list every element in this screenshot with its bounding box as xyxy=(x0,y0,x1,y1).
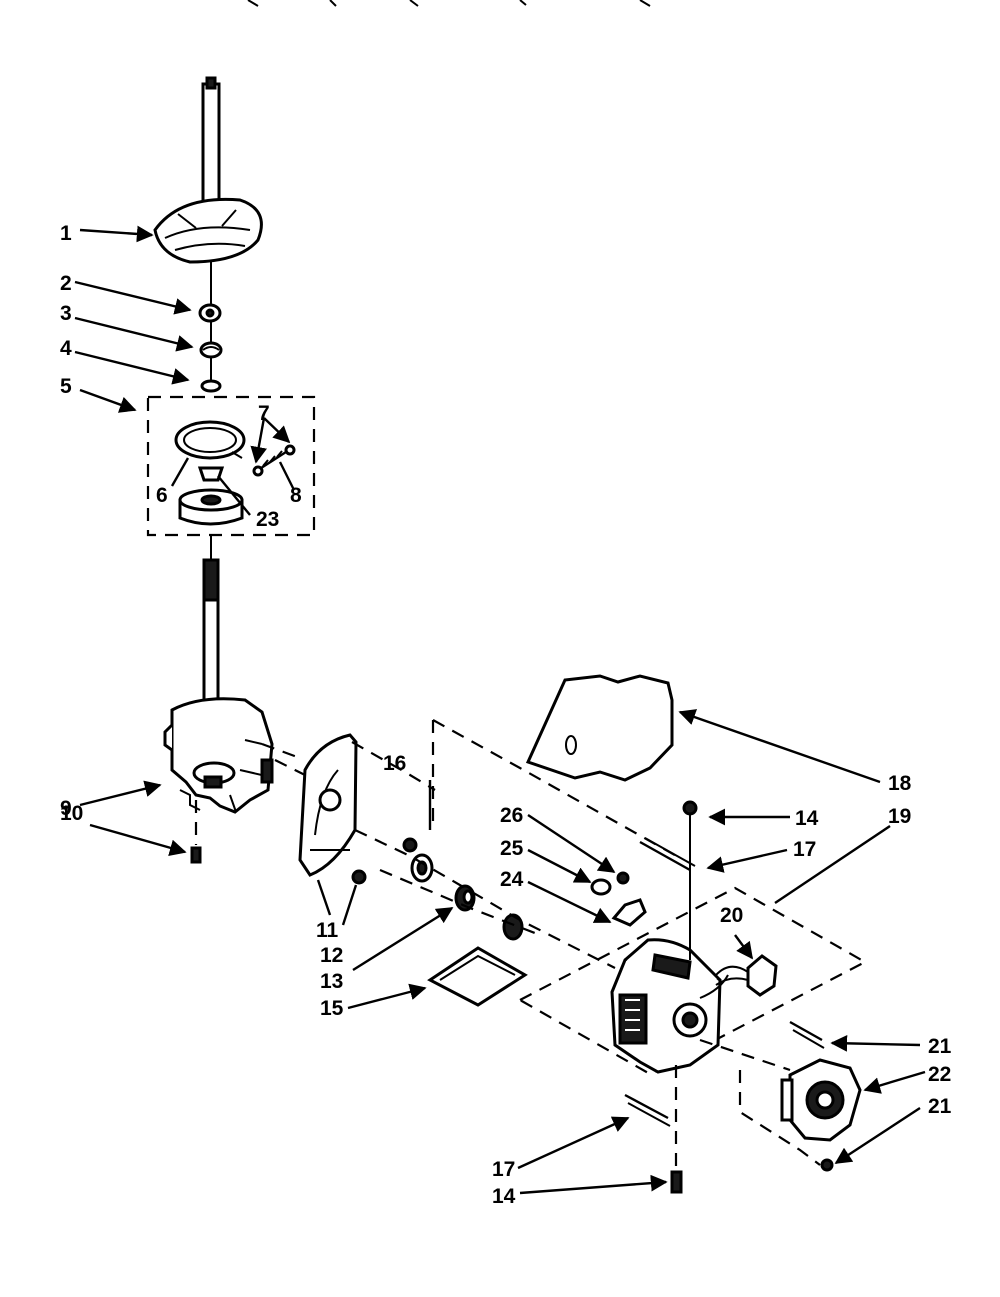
bolt-14-motor-lower xyxy=(670,1065,683,1194)
part-25-capacitor xyxy=(590,878,612,896)
part-15-shield xyxy=(427,946,528,1007)
callout-11: 11 xyxy=(316,919,339,942)
kit-5-dashed-box xyxy=(146,395,316,537)
callout-18: 18 xyxy=(888,772,912,795)
top-title-fragment xyxy=(247,0,651,7)
callout-12: 12 xyxy=(320,944,343,967)
callout-5: 5 xyxy=(60,375,72,398)
callout-10: 10 xyxy=(60,802,83,825)
part-20-switch xyxy=(715,954,778,997)
part-9-gearcase xyxy=(163,697,274,814)
assembly-line-c xyxy=(354,829,616,969)
drive-shaft xyxy=(202,535,220,712)
pulley-gear-a xyxy=(410,853,434,883)
callout-17-lower: 17 xyxy=(492,1158,515,1181)
bolt-14-motor-upper xyxy=(682,800,698,960)
callout-7: 7 xyxy=(258,402,270,425)
part-13-coupling xyxy=(454,884,476,912)
part-17-clip-lower xyxy=(624,1093,671,1127)
callout-15: 15 xyxy=(320,997,344,1020)
callout-26: 26 xyxy=(500,804,523,827)
motor-body xyxy=(610,938,729,1074)
callout-3: 3 xyxy=(60,302,72,325)
brake-drum xyxy=(178,488,244,526)
callout-24: 24 xyxy=(500,868,524,891)
callout-20: 20 xyxy=(720,904,743,927)
part-18-motor-cover xyxy=(525,674,674,782)
callout-17-upper: 17 xyxy=(793,838,816,861)
part-21-screw-lower xyxy=(820,1158,834,1172)
part-2-washer xyxy=(198,303,222,323)
callout-14-upper: 14 xyxy=(795,807,819,830)
assembly-line-a xyxy=(261,742,306,776)
callout-8: 8 xyxy=(290,484,302,507)
callout-1: 1 xyxy=(60,222,72,245)
part-6-brake-band xyxy=(174,420,246,460)
callout-4: 4 xyxy=(60,337,72,360)
part-11-cover xyxy=(298,733,358,877)
callout-9: 9 xyxy=(60,797,72,820)
leader-lines xyxy=(74,225,926,1195)
part-16-bushing xyxy=(402,837,418,853)
callout-13: 13 xyxy=(320,970,343,993)
kit-19-dashed-box xyxy=(517,886,868,1076)
callout-21-lower: 21 xyxy=(928,1095,952,1118)
callout-21-upper: 21 xyxy=(928,1035,952,1058)
callout-16: 16 xyxy=(383,752,406,775)
part-21-screw-upper xyxy=(789,1020,825,1049)
part-4-clip xyxy=(200,379,222,393)
assembly-line-d xyxy=(379,868,541,937)
callout-2: 2 xyxy=(60,272,72,295)
callout-22: 22 xyxy=(928,1063,951,1086)
agitator-shaft xyxy=(201,76,221,236)
part-1-cam xyxy=(153,197,263,264)
part-10-bolt xyxy=(190,800,202,864)
pump-assembly-line xyxy=(699,1038,821,1166)
callout-14-lower: 14 xyxy=(492,1185,516,1208)
part-3-ring xyxy=(199,341,223,359)
part-22-pump xyxy=(780,1058,862,1142)
callout-19: 19 xyxy=(888,805,911,828)
part-26-screw xyxy=(616,871,630,885)
part-7-spring xyxy=(252,444,296,477)
callout-25: 25 xyxy=(500,837,524,860)
part-12-nut xyxy=(351,869,367,885)
assembly-line-e xyxy=(431,719,681,859)
callout-labels: 1 2 3 4 5 6 7 8 23 9 10 11 12 13 15 16 1… xyxy=(60,222,952,1208)
part-24-bracket xyxy=(611,898,647,927)
part-23-cam-link xyxy=(197,466,225,482)
callout-6: 6 xyxy=(156,484,168,507)
callout-23: 23 xyxy=(256,508,279,531)
part-17-clip-upper xyxy=(639,837,696,872)
